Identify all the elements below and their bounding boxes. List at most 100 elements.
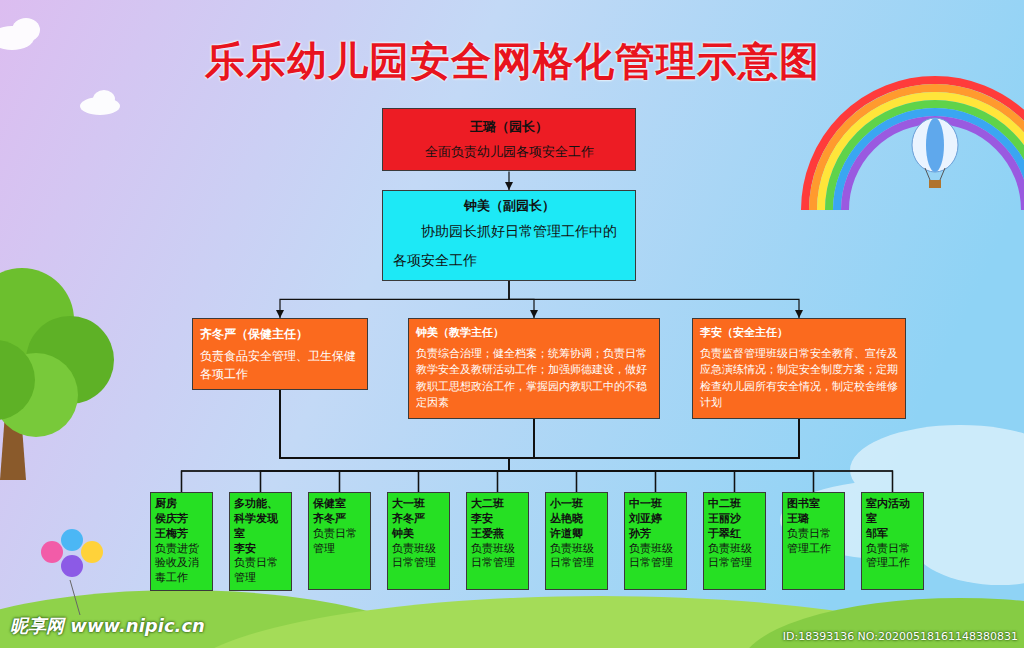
balloon-string: [70, 580, 80, 615]
balloon-rope: [940, 168, 945, 180]
party-balloon: [81, 541, 103, 563]
cloud: [0, 18, 40, 50]
node-heading: 图书室 王璐: [787, 497, 840, 527]
node-heading: 钟美（教学主任）: [416, 325, 652, 342]
unit-box: 小一班 丛艳晓 许道卿负责班级日常管理: [545, 492, 608, 590]
node-heading: 室内活动室 邹军: [866, 497, 919, 542]
node-duty: 负责班级日常管理: [550, 542, 603, 572]
connector: [261, 419, 800, 493]
rainbow-band: [821, 96, 1024, 210]
party-balloons: [41, 529, 103, 615]
connector: [509, 419, 814, 493]
unit-box: 中二班 王丽沙 于翠红负责班级日常管理: [703, 492, 766, 590]
unit-box: 室内活动室 邹军负责日常管理工作: [861, 492, 924, 590]
connector: [261, 419, 535, 493]
cloud: [80, 90, 120, 115]
node-heading: 厨房 侯庆芳 王梅芳: [155, 497, 208, 542]
vice-principal-box: 钟美（副园长）协助园长抓好日常管理工作中的各项安全工作: [382, 190, 636, 281]
node-duty: 负责班级日常管理: [708, 542, 761, 572]
unit-box: 大二班 李安 王爱燕负责班级日常管理: [466, 492, 529, 590]
connector: [509, 281, 799, 318]
connector: [340, 419, 800, 493]
node-duty: 负责食品安全管理、卫生保健各项工作: [200, 347, 360, 383]
connector: [509, 419, 799, 493]
node-duty: 负责班级日常管理: [471, 542, 524, 572]
node-heading: 钟美（副园长）: [393, 195, 625, 217]
node-heading: 保健室 齐冬严: [313, 497, 366, 527]
connector: [280, 281, 509, 318]
node-duty: 负责日常管理工作: [787, 527, 840, 557]
connector: [419, 419, 800, 493]
hill: [740, 598, 1024, 648]
unit-box: 图书室 王璐负责日常管理工作: [782, 492, 845, 590]
node-duty: 负责班级日常管理: [392, 542, 445, 572]
party-balloon: [41, 541, 63, 563]
connector: [509, 419, 893, 493]
rainbow-band: [813, 88, 1024, 210]
node-heading: 小一班 丛艳晓 许道卿: [550, 497, 603, 542]
connector: [508, 171, 509, 190]
connector: [509, 419, 577, 493]
rainbow-band: [837, 112, 1024, 210]
cloud-part: [12, 18, 40, 42]
hills: [0, 590, 1024, 648]
connector: [498, 419, 535, 493]
node-duty: 负责日常管理工作: [866, 542, 919, 572]
rainbow: [805, 80, 1024, 210]
hot-air-balloon: [912, 118, 958, 188]
node-heading: 李安（安全主任）: [700, 325, 898, 342]
balloon-envelope: [912, 118, 958, 172]
balloon-basket: [929, 180, 941, 188]
director-box: 李安（安全主任） 负责监督管理班级日常安全教育、宣传及应急演练情况；制定安全制度方…: [692, 318, 906, 419]
connector: [182, 419, 800, 493]
watermark: 昵享网 www.nipic.cn: [10, 614, 205, 638]
balloon-stripe: [926, 118, 944, 172]
node-duty: 协助园长抓好日常管理工作中的各项安全工作: [393, 217, 625, 276]
connector: [182, 419, 535, 493]
node-duty: 负责综合治理；健全档案；统筹协调；负责日常教学安全及教研活动工作；加强师德建设，…: [416, 346, 652, 412]
director-box: 齐冬严（保健主任） 负责食品安全管理、卫生保健各项工作: [192, 318, 368, 390]
diagram-title: 乐乐幼儿园安全网格化管理示意图: [205, 34, 820, 89]
unit-box: 中一班 刘亚婷 孙芳负责班级日常管理: [624, 492, 687, 590]
node-duty: 负责进货验收及消毒工作: [155, 542, 208, 587]
director-box: 钟美（教学主任） 负责综合治理；健全档案；统筹协调；负责日常教学安全及教研活动工作…: [408, 318, 660, 419]
node-duty: 负责日常管理: [234, 556, 287, 586]
node-heading: 齐冬严（保健主任）: [200, 325, 360, 343]
unit-box: 多功能、科学发现室 李安负责日常管理: [229, 492, 292, 591]
unit-box: 大一班 齐冬严 钟美负责班级日常管理: [387, 492, 450, 590]
node-duty: 负责日常管理: [313, 527, 366, 557]
party-balloon: [61, 529, 83, 551]
connector: [419, 419, 535, 493]
node-duty: 全面负责幼儿园各项安全工作: [393, 140, 625, 165]
node-heading: 大一班 齐冬严 钟美: [392, 497, 445, 542]
connector: [340, 419, 535, 493]
balloon-rope: [925, 168, 930, 180]
connector: [498, 419, 800, 493]
connector: [509, 419, 656, 493]
watermark: ID:18393136 NO:20200518161148380831: [783, 630, 1018, 643]
connector: [509, 419, 799, 493]
principal-box: 王璐（园长）全面负责幼儿园各项安全工作: [382, 108, 636, 171]
connector: [509, 419, 735, 493]
node-heading: 中一班 刘亚婷 孙芳: [629, 497, 682, 542]
tree-canopy: [0, 340, 35, 420]
cloud-part: [910, 495, 1024, 585]
node-duty: 负责监督管理班级日常安全教育、宣传及应急演练情况；制定安全制度方案；定期检查幼儿…: [700, 346, 898, 412]
connector: [509, 419, 814, 493]
node-duty: 负责班级日常管理: [629, 542, 682, 572]
party-balloon: [61, 555, 83, 577]
connector: [509, 419, 893, 493]
unit-box: 保健室 齐冬严负责日常管理: [308, 492, 371, 590]
rainbow-band: [805, 80, 1024, 210]
title-area: 乐乐幼儿园安全网格化管理示意图: [0, 34, 1024, 89]
tree: [0, 268, 114, 480]
connector: [509, 419, 799, 493]
node-heading: 大二班 李安 王爱燕: [471, 497, 524, 542]
node-heading: 中二班 王丽沙 于翠红: [708, 497, 761, 542]
node-heading: 王璐（园长）: [393, 115, 625, 140]
cloud-part: [93, 90, 115, 108]
unit-box: 厨房 侯庆芳 王梅芳负责进货验收及消毒工作: [150, 492, 213, 591]
